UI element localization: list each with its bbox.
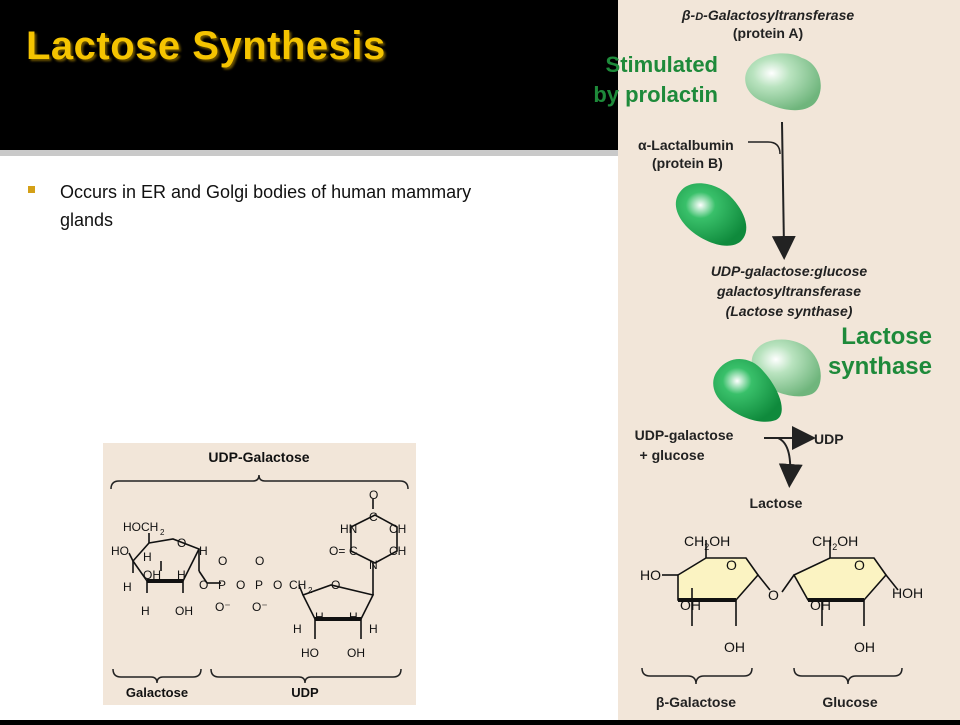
lactose-synthase-callout: Lactose synthase bbox=[800, 322, 932, 382]
stimulated-line1: Stimulated bbox=[605, 52, 718, 77]
enzyme-line3: (Lactose synthase) bbox=[726, 303, 853, 319]
ring-o-right: O bbox=[854, 557, 865, 573]
ho-label-left: HO bbox=[640, 567, 661, 583]
udp-product-label: UDP bbox=[814, 431, 844, 447]
h-label: H bbox=[123, 580, 132, 594]
h-label: H bbox=[349, 610, 358, 624]
protein-a-name: β-D-Galactosyltransferase bbox=[681, 7, 854, 23]
h-label: H bbox=[199, 544, 208, 558]
galactose-ring bbox=[662, 540, 771, 626]
beta-galactose-label: β-Galactose bbox=[656, 694, 736, 710]
protein-b-connector bbox=[748, 141, 781, 155]
hoh-label: HOH bbox=[892, 585, 923, 601]
oh-label: OH bbox=[175, 604, 193, 618]
o-label: O bbox=[236, 578, 245, 592]
h-label: H bbox=[141, 604, 150, 618]
synthase-line1: Lactose bbox=[841, 323, 932, 350]
bullet-square-icon bbox=[28, 186, 35, 193]
slide-title: Lactose Synthesis bbox=[26, 24, 386, 68]
h-label: H bbox=[315, 610, 324, 624]
oh-label-right: OH bbox=[810, 597, 831, 613]
udp-brace bbox=[210, 668, 402, 684]
bullet-text: Occurs in ER and Golgi bodies of human m… bbox=[60, 182, 472, 230]
protein-a-icon bbox=[745, 53, 821, 111]
ring-o-left: O bbox=[726, 557, 737, 573]
glycosidic-o-label: O bbox=[768, 587, 779, 603]
h-label: H bbox=[143, 550, 152, 564]
arrow-down bbox=[771, 121, 796, 260]
o-label: O bbox=[255, 554, 264, 568]
sub-2-label: 2 bbox=[308, 586, 313, 595]
ho-label: HO bbox=[111, 544, 129, 558]
oh-label: OH bbox=[143, 568, 161, 582]
uracil-ring bbox=[350, 499, 398, 575]
oh-label-right-bottom: OH bbox=[854, 639, 875, 655]
ch-label: CH bbox=[389, 544, 406, 558]
glucose-ring bbox=[781, 540, 899, 626]
galactose-label: Galactose bbox=[126, 685, 188, 700]
ch2oh-label-left: CH2OH bbox=[684, 533, 730, 552]
lactose-product-label: Lactose bbox=[750, 495, 803, 511]
c-label: C bbox=[349, 544, 358, 558]
enzyme-line1: UDP-galactose:glucose bbox=[711, 263, 868, 279]
c-label: C bbox=[369, 510, 378, 524]
ch2oh-label-right: CH2OH bbox=[812, 533, 858, 552]
oh-label-left-bottom: OH bbox=[724, 639, 745, 655]
protein-a-sub: (protein A) bbox=[733, 25, 803, 41]
complex-protein-b-icon bbox=[713, 358, 782, 422]
stimulated-line2: by prolactin bbox=[593, 82, 718, 107]
glucose-label: Glucose bbox=[822, 694, 877, 710]
sub-2-label: 2 bbox=[160, 528, 165, 537]
protein-b-icon bbox=[675, 183, 747, 246]
o-minus-label: O⁻ bbox=[252, 600, 268, 614]
hn-label: HN bbox=[340, 522, 357, 536]
o-minus-label: O⁻ bbox=[215, 600, 231, 614]
udp-galactose-structure: UDP-Galactose HOCH 2 HO H O H bbox=[110, 449, 409, 700]
phosphate-p-label: P bbox=[218, 578, 226, 592]
glucose-brace bbox=[793, 667, 903, 685]
protein-b-sub: (protein B) bbox=[652, 155, 723, 171]
h-label: H bbox=[369, 622, 378, 636]
galactose-ring bbox=[128, 533, 221, 593]
o-label: O bbox=[199, 578, 208, 592]
ho-label: HO bbox=[301, 646, 319, 660]
galactose-brace bbox=[641, 667, 753, 685]
o-label: O bbox=[273, 578, 282, 592]
substrate-line2: + glucose bbox=[640, 447, 705, 463]
title-divider bbox=[0, 150, 618, 156]
pathway-diagram: β-D-Galactosyltransferase (protein A) α-… bbox=[635, 7, 924, 710]
pathway-panel: β-D-Galactosyltransferase (protein A) α-… bbox=[618, 0, 960, 720]
title-bar: Lactose Synthesis bbox=[0, 0, 620, 150]
hoch2-label: HOCH bbox=[123, 520, 158, 534]
ch-label: CH bbox=[389, 522, 406, 536]
n-label: N bbox=[369, 558, 378, 572]
h-label: H bbox=[293, 622, 302, 636]
udp-label: UDP bbox=[291, 685, 319, 700]
top-brace bbox=[110, 474, 409, 490]
o-label: O bbox=[218, 554, 227, 568]
oh-label: OH bbox=[347, 646, 365, 660]
synthase-line2: synthase bbox=[827, 353, 932, 380]
ch2-label: CH bbox=[289, 578, 306, 592]
ring-o-label: O bbox=[177, 536, 186, 550]
ribose-o-label: O bbox=[331, 578, 340, 592]
substrate-line1: UDP-galactose bbox=[635, 427, 734, 443]
arrow-to-lactose bbox=[777, 437, 803, 488]
enzyme-line2: galactosyltransferase bbox=[716, 283, 861, 299]
stimulated-callout: Stimulated by prolactin bbox=[560, 50, 718, 110]
ribose-ring bbox=[298, 575, 375, 639]
udp-galactose-figure: UDP-Galactose HOCH 2 HO H O H bbox=[103, 443, 416, 705]
phosphate-p-label: P bbox=[255, 578, 263, 592]
o-label: O bbox=[369, 488, 378, 502]
protein-b-name: α-Lactalbumin bbox=[638, 137, 734, 153]
galactose-brace bbox=[112, 668, 202, 684]
oh-label-left: OH bbox=[680, 597, 701, 613]
h-label: H bbox=[177, 568, 186, 582]
udp-galactose-title: UDP-Galactose bbox=[208, 449, 309, 465]
o-eq-label: O= bbox=[329, 544, 345, 558]
